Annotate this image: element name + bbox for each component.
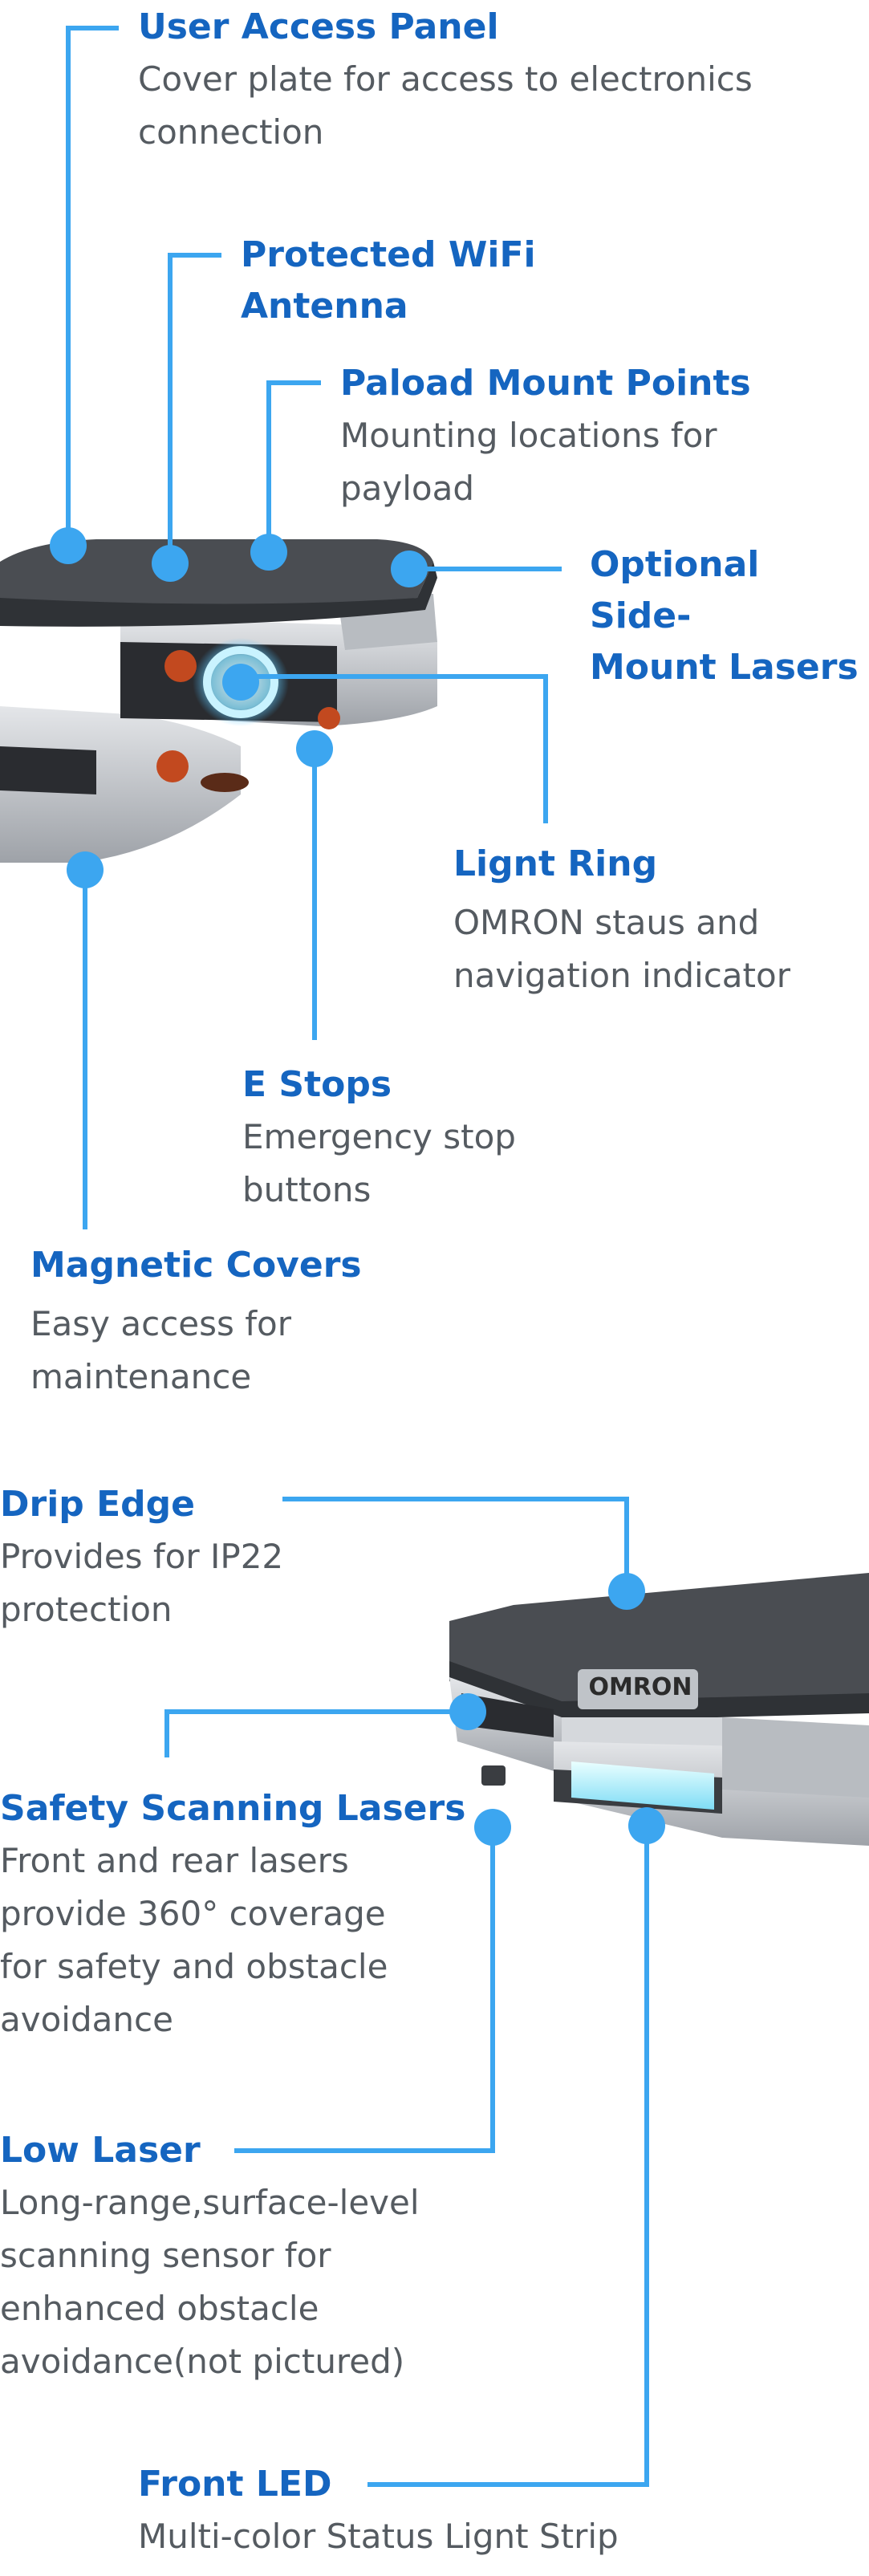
callout-desc-line: protection <box>0 1590 173 1629</box>
leader-lines-bottom <box>164 1497 665 2487</box>
callout-desc-line: maintenance <box>30 1357 252 1396</box>
callout-side-lasers: Optional Side- Mount Lasers <box>590 539 869 693</box>
callout-desc-line: scanning sensor for <box>0 2236 331 2275</box>
callout-title: E Stops <box>242 1064 392 1105</box>
callout-desc-line: Emergency stop <box>242 1117 516 1156</box>
callout-drip-edge: Drip Edge Provides for IP22 protection <box>0 1479 283 1636</box>
callout-title: Antenna <box>241 286 408 327</box>
callout-title: Safety Scanning Lasers <box>0 1788 466 1829</box>
callout-desc-line: navigation indicator <box>453 956 790 995</box>
callout-user-access-panel: User Access Panel Cover plate for access… <box>138 2 753 159</box>
callout-title: Protected WiFi <box>241 234 536 275</box>
callout-desc-line: buttons <box>242 1170 372 1209</box>
callout-title: Paload Mount Points <box>340 363 751 404</box>
callout-desc-line: Front and rear lasers <box>0 1841 349 1880</box>
callout-title: Front LED <box>138 2464 332 2505</box>
callout-title: Lignt Ring <box>453 843 658 884</box>
callout-desc-line: Multi-color Status Lignt Strip <box>138 2517 619 2556</box>
robot-logo: OMRON <box>588 1673 692 1701</box>
robot-top-illustration <box>0 539 437 863</box>
callout-desc-line: Provides for IP22 <box>0 1537 284 1576</box>
callout-desc-line: OMRON staus and <box>453 903 760 942</box>
callout-e-stops: E Stops Emergency stop buttons <box>242 1059 516 1217</box>
robot-bottom-illustration <box>449 1573 869 1846</box>
callout-wifi-antenna: Protected WiFi Antenna <box>241 230 536 332</box>
callout-title: Magnetic Covers <box>30 1245 362 1286</box>
leader-lines-top <box>50 26 562 1229</box>
callout-desc-line: avoidance(not pictured) <box>0 2342 405 2381</box>
callout-desc-line: Mounting locations for <box>340 416 717 455</box>
callout-desc-line: for safety and obstacle <box>0 1947 388 1986</box>
callout-title: Mount Lasers <box>590 647 859 688</box>
callout-safety-lasers: Safety Scanning Lasers Front and rear la… <box>0 1783 465 2046</box>
callout-desc-line: connection <box>138 112 324 152</box>
callout-light-ring: Lignt Ring OMRON staus and navigation in… <box>453 839 790 1002</box>
callout-title: Low Laser <box>0 2130 201 2171</box>
callout-desc-line: Cover plate for access to electronics <box>138 59 753 99</box>
callout-desc-line: Easy access for <box>30 1304 291 1343</box>
callout-payload-mount: Paload Mount Points Mounting locations f… <box>340 358 751 515</box>
callout-low-laser: Low Laser Long-range,surface-level scann… <box>0 2125 420 2388</box>
callout-front-led: Front LED Multi-color Status Lignt Strip <box>138 2459 619 2563</box>
callout-desc-line: Long-range,surface-level <box>0 2183 420 2222</box>
callout-title: Optional Side- <box>590 544 760 636</box>
callout-desc-line: payload <box>340 469 475 508</box>
callout-magnetic-covers: Magnetic Covers Easy access for maintena… <box>30 1240 362 1404</box>
callout-desc-line: avoidance <box>0 2000 173 2039</box>
callout-title: Drip Edge <box>0 1484 196 1525</box>
callout-desc-line: enhanced obstacle <box>0 2289 319 2328</box>
callout-title: User Access Panel <box>138 6 499 47</box>
callout-desc-line: provide 360° coverage <box>0 1894 386 1933</box>
